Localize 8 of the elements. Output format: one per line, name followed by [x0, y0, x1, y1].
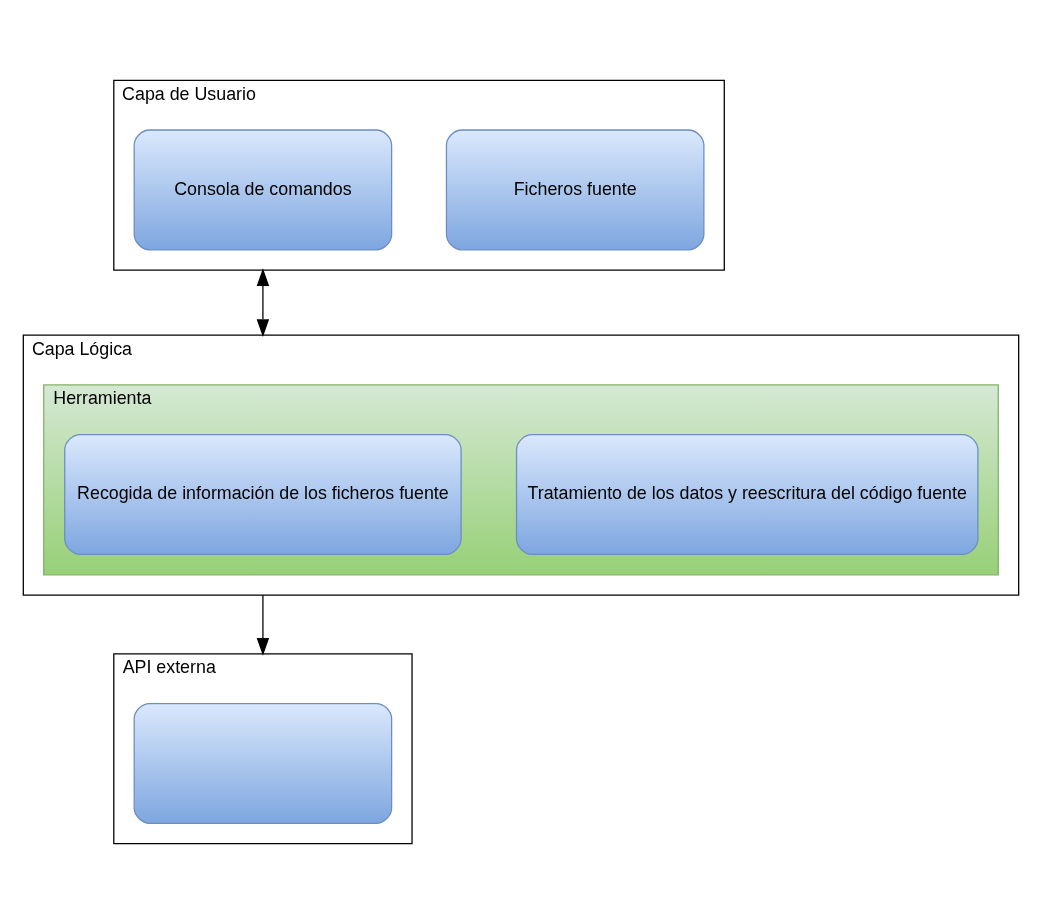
arrow	[256, 267, 270, 337]
node-box: Recogida de información de los ficheros fuente	[64, 433, 462, 555]
node-box: Consola de comandos	[133, 128, 393, 250]
node-box: Ficheros fuente	[445, 128, 705, 250]
arrow	[256, 594, 270, 656]
node-box	[133, 702, 393, 824]
cluster: API externa	[113, 652, 413, 844]
node-box: Tratamiento de los datos y reescritura del código fuente	[515, 433, 979, 555]
